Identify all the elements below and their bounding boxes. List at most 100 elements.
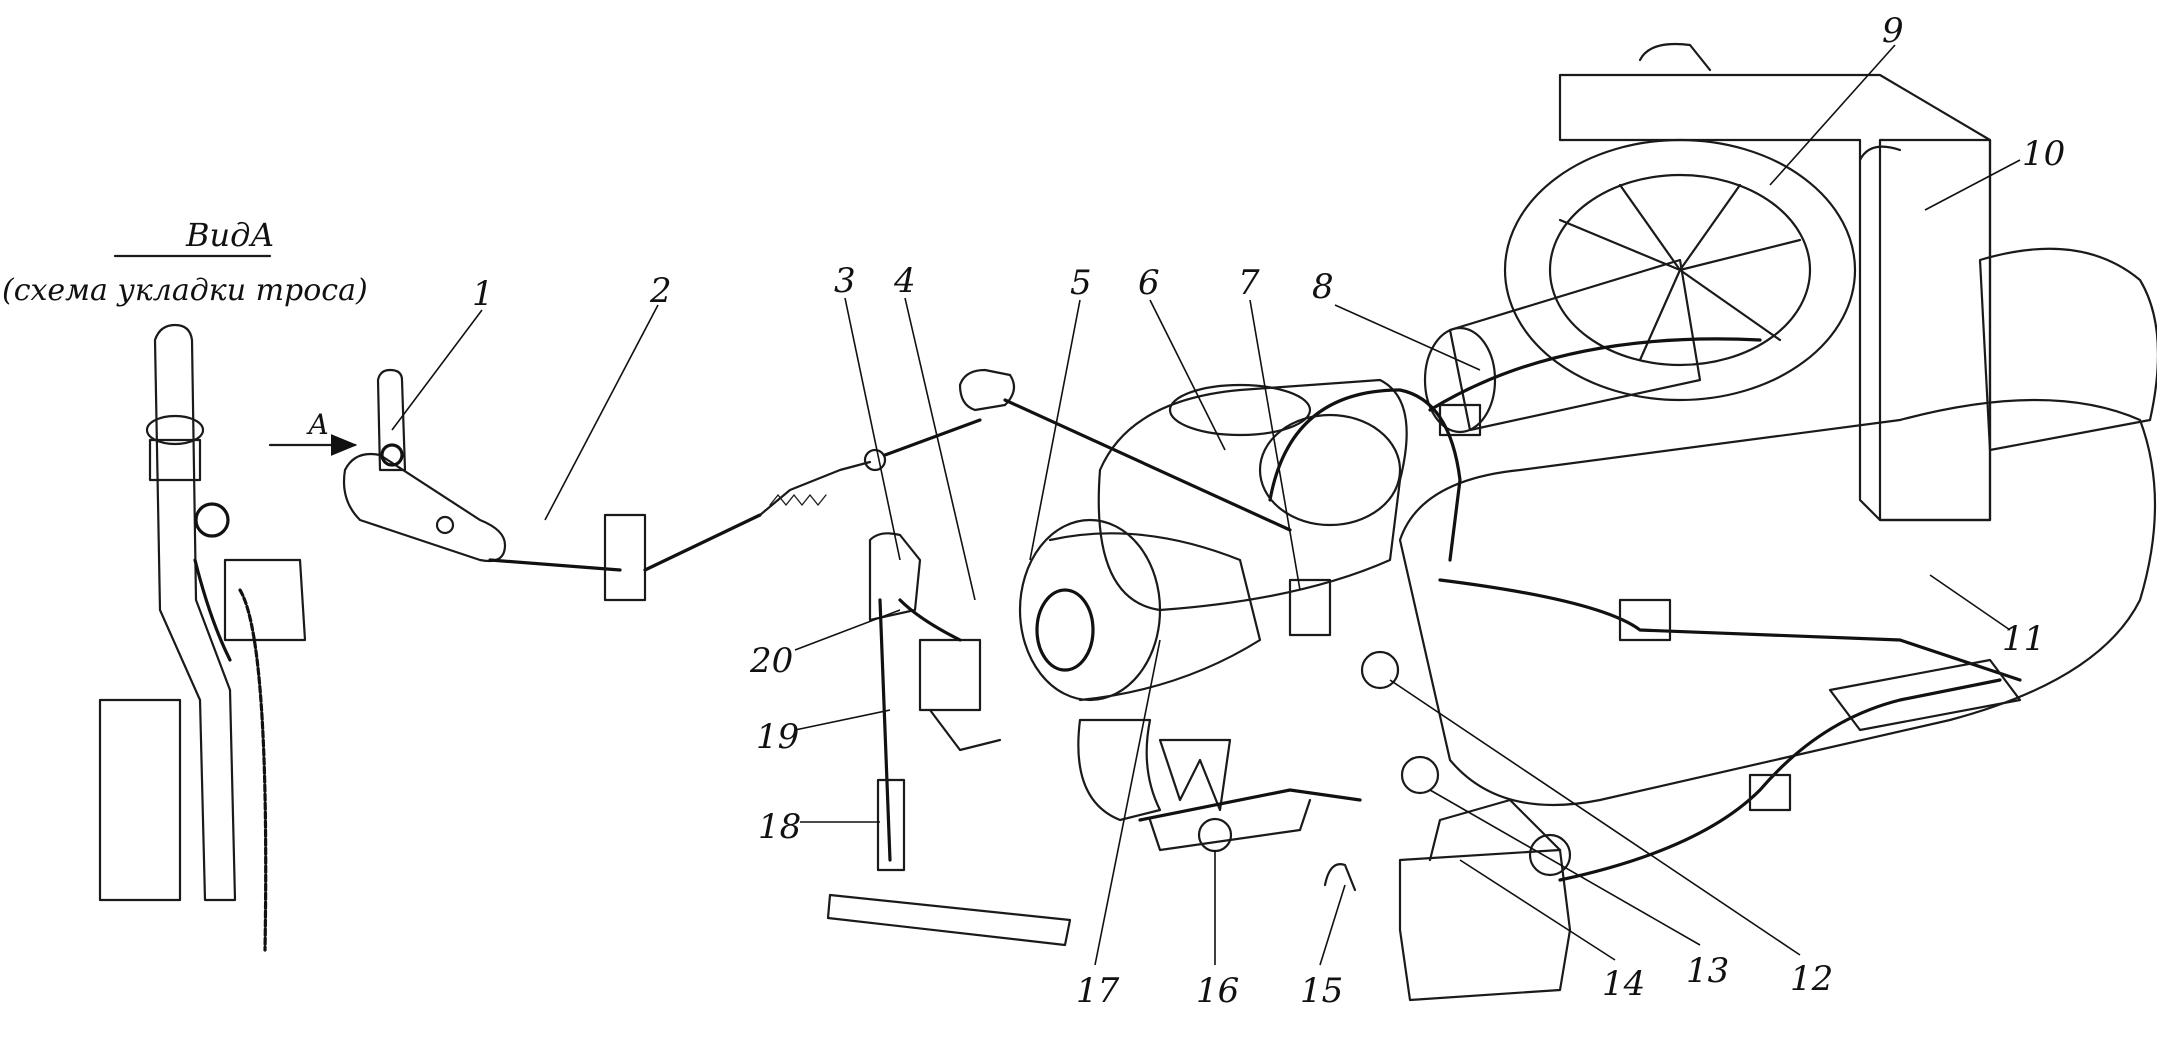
callout-19: 19: [756, 717, 799, 757]
callout-9: 9: [1882, 11, 1904, 51]
hose-lower: [1558, 678, 2002, 882]
supply-pipe-arch: [1268, 388, 1462, 562]
leader-2: [544, 304, 659, 521]
callout-5: 5: [1070, 263, 1092, 303]
view-a-cable: [238, 588, 268, 952]
view-title: ВидА: [185, 216, 275, 254]
fan-ring-inner: [1548, 173, 1812, 367]
view-a-arrow-label: А: [306, 408, 329, 441]
leader-20: [794, 609, 901, 651]
ignition-unit: [1288, 578, 1332, 637]
view-a-base-plate: [98, 698, 182, 902]
leader-1: [391, 309, 483, 431]
callout-8: 8: [1312, 267, 1334, 307]
lever-handle: [376, 368, 407, 472]
pipe-fitting-b: [1528, 833, 1572, 877]
leader-12: [1389, 679, 1801, 956]
callout-4: 4: [893, 261, 916, 301]
fuel-line-fitting: [1197, 817, 1233, 853]
control-cable-segment-c: [883, 418, 982, 457]
cable-bracket: [603, 513, 647, 602]
fuel-line-lower: [1138, 788, 1362, 822]
callout-6: 6: [1138, 263, 1160, 303]
callout-3: 3: [834, 261, 856, 301]
leader-7: [1249, 299, 1301, 591]
frame-latch-side: [1858, 145, 1902, 162]
callout-2: 2: [649, 271, 672, 311]
view-a-detail: ВидА (схема укладки троса) А: [2, 216, 368, 952]
coil-housing: [1258, 413, 1402, 527]
fan-ring: [1503, 138, 1857, 402]
electric-motor-end: [1423, 326, 1497, 434]
pipe-fitting-c: [1360, 650, 1400, 690]
leader-3: [844, 297, 901, 561]
hose-upper: [1438, 578, 2022, 682]
callout-10: 10: [2022, 134, 2065, 174]
fuel-pipe-sleeve: [876, 778, 906, 872]
view-subtitle: (схема укладки троса): [2, 273, 368, 308]
electric-motor-body: [1448, 258, 1702, 432]
view-a-clamp-top: [145, 414, 205, 446]
cable-spring-coils: [769, 493, 827, 507]
callout-13: 13: [1686, 951, 1729, 991]
control-cable-segment-b: [643, 513, 762, 572]
callout-20: 20: [749, 641, 793, 681]
callout-12: 12: [1790, 959, 1833, 999]
callout-18: 18: [758, 807, 801, 847]
callout-11: 11: [2002, 619, 2045, 659]
leader-14: [1459, 859, 1616, 961]
control-cable-to-engine: [1003, 398, 1292, 532]
leader-8: [1334, 304, 1481, 371]
exhaust-elbow: [1077, 718, 1162, 822]
leader-9: [1769, 44, 1896, 186]
leader-5: [1029, 299, 1081, 561]
leader-4: [904, 297, 976, 601]
mounting-bracket-top: [1428, 798, 1562, 862]
hose-clamp-upper: [1618, 598, 1672, 642]
frame-latch-top: [1638, 42, 1712, 72]
combustion-chamber: [1097, 378, 1408, 612]
fuel-valve-head: [868, 532, 922, 622]
pipe-fitting-a: [1400, 755, 1440, 795]
cable-eye: [863, 448, 887, 472]
cable-guide-pulley: [958, 368, 1016, 412]
control-cable-segment-a: [488, 558, 622, 572]
cable-spring: [758, 460, 872, 517]
callout-14: 14: [1602, 964, 1645, 1004]
callout-17: 17: [1076, 971, 1120, 1011]
fan-blades: [1558, 183, 1802, 362]
exchanger-body: [1048, 532, 1262, 702]
view-a-cable-loop: [193, 558, 232, 662]
callout-1: 1: [472, 274, 494, 314]
lever-assembly: [342, 368, 1292, 602]
hose-clamp-lower: [1748, 773, 1792, 812]
fuel-solenoid: [918, 638, 982, 712]
leader-15: [1319, 884, 1346, 966]
callout-16: 16: [1196, 971, 1239, 1011]
flange-hub: [1035, 588, 1095, 672]
view-a-clamp-body: [148, 438, 202, 482]
mounting-bracket: [1398, 848, 1572, 1002]
view-a-bracket: [223, 558, 307, 642]
lever-plate: [342, 452, 507, 563]
combustion-chamber-ring: [1168, 383, 1312, 437]
callout-7: 7: [1238, 263, 1260, 303]
leader-19: [794, 709, 891, 731]
fuel-pipe-vertical: [878, 598, 892, 862]
leader-11: [1929, 574, 2011, 631]
heater-main-body: [1398, 398, 2157, 806]
hose-junction: [1828, 658, 2022, 732]
view-a-pin: [194, 502, 230, 538]
view-a-tube: [153, 323, 237, 902]
lever-hole: [435, 515, 455, 535]
callout-labels: 1 2 3 4 5 6 7 8 9 10 11 12 13 14 15 16 1…: [472, 11, 2065, 1011]
drain-plug: [1323, 863, 1357, 892]
end-cap-cylinder: [1978, 247, 2157, 452]
leader-17: [1094, 639, 1161, 966]
motor-cable: [1428, 337, 1762, 412]
callout-15: 15: [1300, 971, 1343, 1011]
heater-assembly: [826, 42, 2157, 1002]
leader-13: [1429, 789, 1701, 946]
